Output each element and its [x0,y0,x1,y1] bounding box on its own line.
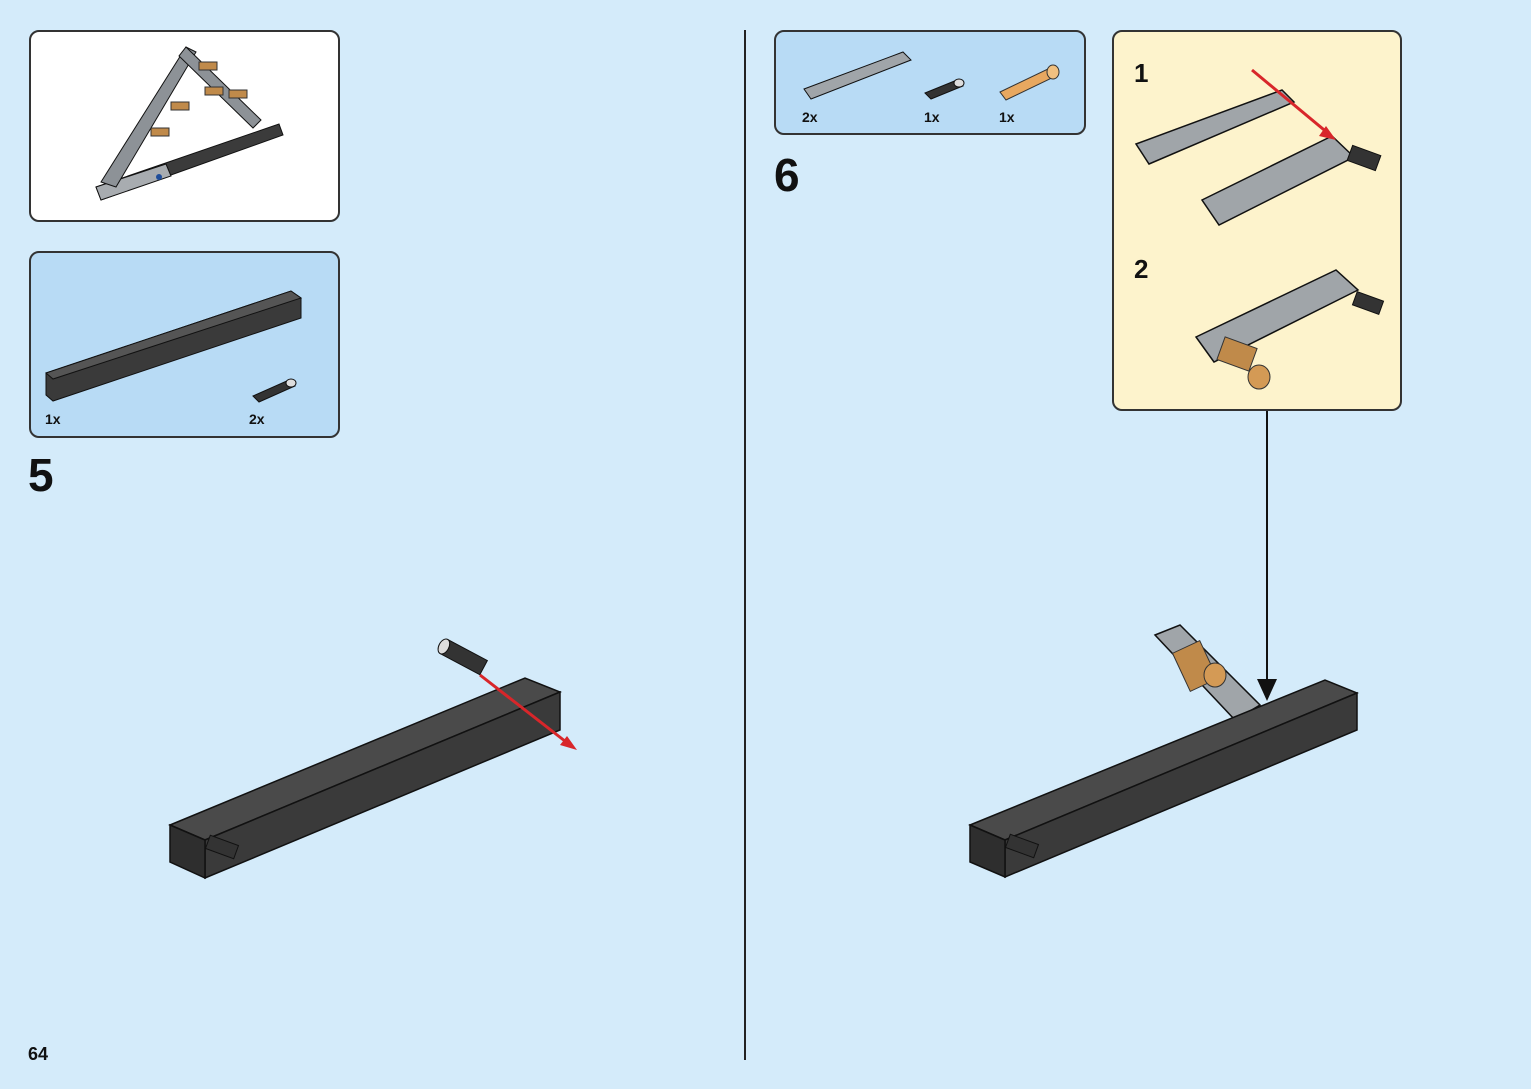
beam-1x14-black-icon [45,290,303,402]
step5-beam-illustration [168,638,577,880]
pin-black-icon [252,378,297,403]
step6-beam-illustration [968,624,1359,879]
previous-step-result-panel [29,30,340,222]
liftarm-sub-step-1-icon [1134,68,1385,390]
part-qty: 2x [249,411,265,427]
page-number: 64 [28,1044,49,1064]
sub-step-number: 2 [1134,254,1149,284]
step5-parts-panel: 1x 2x [29,251,340,438]
part-qty: 1x [999,109,1015,125]
pin-black-icon [924,78,965,100]
sub-step-number: 1 [1134,58,1149,88]
part-qty: 1x [924,109,940,125]
part-qty: 1x [45,411,61,427]
step-number: 6 [774,149,800,201]
page-divider [744,30,746,1060]
sub-assembly-panel: 1 2 [1112,30,1402,411]
part-qty: 2x [802,109,818,125]
axle-pin-tan-icon [999,64,1060,101]
sub-assembly-arrow [1257,411,1277,701]
step6-parts-panel: 2x 1x 1x [774,30,1086,135]
step-number: 5 [28,449,54,501]
triangle-assembly-icon [95,46,284,201]
liftarm-1x7-grey-icon [803,51,912,100]
